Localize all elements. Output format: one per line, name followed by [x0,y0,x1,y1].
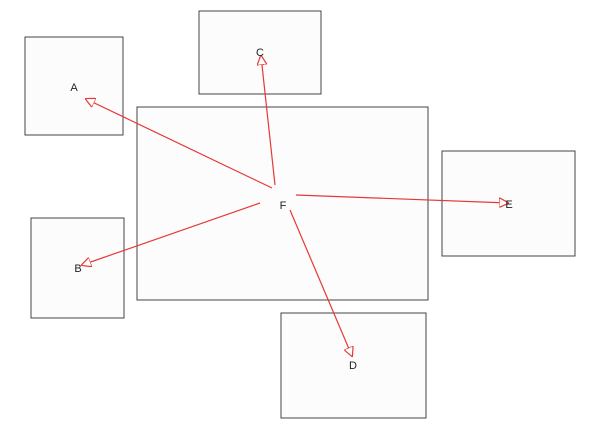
node-box-b [30,217,125,319]
edge-f-to-b [82,202,261,265]
edge-f-to-a [86,99,273,189]
node-box-c [198,10,322,95]
edge-f-to-c [261,56,276,186]
edge-group [82,56,508,356]
node-label-b: B [74,263,81,275]
edge-f-to-e [295,194,508,203]
node-box-f [136,106,429,301]
node-label-e: E [505,199,512,211]
edge-f-to-d [289,209,352,356]
node-label-d: D [349,360,357,372]
node-box-d [280,312,427,419]
node-label-c: C [256,47,264,59]
node-label-a: A [70,82,78,94]
node-label-f: F [280,200,287,212]
node-box-a [24,36,124,136]
